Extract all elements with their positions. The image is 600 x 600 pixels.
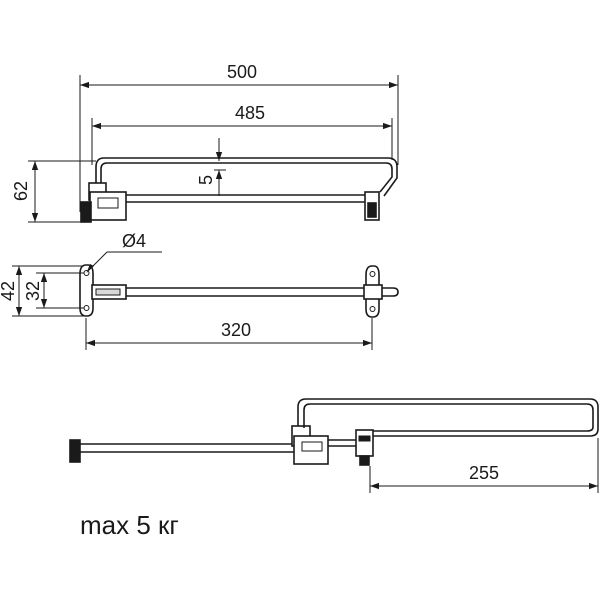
- dimension-label-320: 320: [221, 320, 251, 340]
- frame-loop-inner: [100, 162, 393, 193]
- frame-loop-outer: [95, 157, 398, 197]
- left-bracket-slot: [97, 197, 119, 209]
- hole-leader-arrow: [86, 264, 94, 273]
- mount-hole-right-top: [369, 271, 376, 277]
- slide-inner-plan: [95, 288, 121, 296]
- dimension-label-42: 42: [0, 281, 18, 301]
- load-capacity-caption: max 5 кг: [80, 510, 179, 540]
- dimension-label-485: 485: [235, 103, 265, 123]
- rod-plan-end: [392, 287, 399, 297]
- top-view: 500 485 62 5: [11, 62, 399, 223]
- dimension-label-5: 5: [196, 175, 216, 185]
- right-end-cap: [367, 202, 377, 218]
- tray-frame-outer: [297, 398, 599, 437]
- right-clamp-plan: [363, 284, 383, 300]
- carriage-slot: [301, 441, 323, 452]
- dimension-label-62: 62: [11, 181, 31, 201]
- dimension-label-255: 255: [469, 463, 499, 483]
- left-mount-plate: [80, 201, 92, 223]
- extended-view: 255: [69, 398, 599, 493]
- front-clamp-detail: [358, 435, 371, 442]
- dimension-label-32: 32: [23, 281, 43, 301]
- dimension-label-500: 500: [227, 62, 257, 82]
- left-mount-plate-plan: [79, 264, 94, 317]
- plan-view: Ø4 42 32 320: [0, 231, 399, 350]
- dimension-label-hole: Ø4: [122, 231, 146, 251]
- mount-hole-right-bottom: [369, 306, 376, 312]
- tray-frame-inner: [303, 403, 594, 432]
- extended-rod-endcap: [69, 439, 81, 463]
- front-clamp-foot: [359, 455, 370, 466]
- front-clamp: [355, 429, 374, 457]
